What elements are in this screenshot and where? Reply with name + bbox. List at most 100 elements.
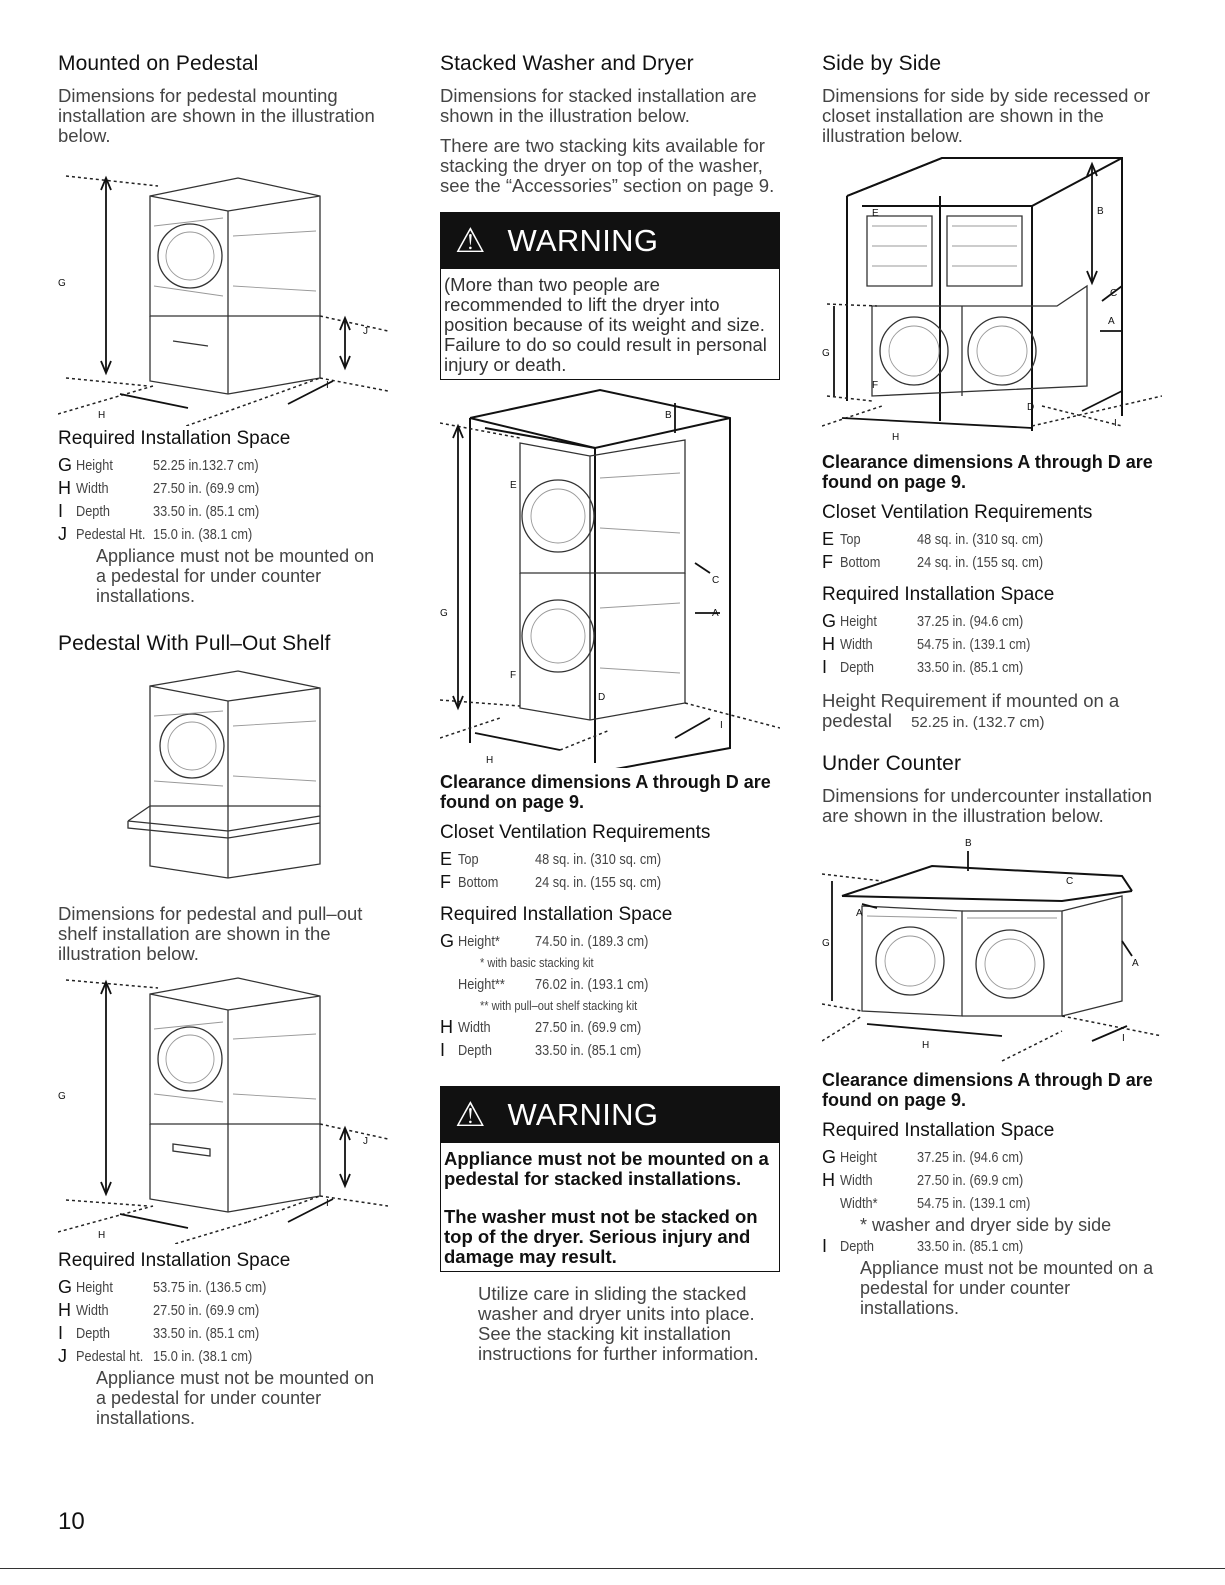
fig-label-a: A (712, 608, 719, 619)
fig-label-c: C (1110, 288, 1117, 299)
clearance-note: Clearance dimensions A through D are fou… (822, 1070, 1153, 1110)
section-title-under-counter: Under Counter (822, 752, 962, 775)
spec-footnote: * with basic stacking kit (480, 955, 594, 970)
warning-triangle-icon: ⚠ (455, 222, 486, 260)
fig-label-c: C (712, 575, 719, 586)
fig-label-i: I (720, 720, 723, 731)
fig-label-e: E (510, 480, 517, 491)
figure-pedestal: G J H I (58, 175, 388, 426)
fig-label-f: F (872, 380, 878, 391)
fig-label-h: H (98, 1230, 105, 1241)
required-space-title: Required Installation Space (58, 428, 291, 449)
warning-header: ⚠ WARNING (441, 213, 779, 269)
column-middle: Stacked Washer and Dryer Dimensions for … (440, 52, 780, 1374)
fig-label-e: E (872, 208, 879, 219)
fig-label-a: A (856, 908, 863, 919)
warning-header: ⚠ WARNING (441, 1087, 779, 1143)
warning-text: (More than two people are recommended to… (444, 274, 767, 375)
fig-label-h: H (98, 410, 105, 421)
column-left: Mounted on Pedestal Dimensions for pedes… (58, 52, 388, 1428)
fig-label-h: H (892, 432, 899, 443)
section-body: There are two stacking kits available fo… (440, 135, 775, 196)
mount-note: Appliance must not be mounted on a pedes… (860, 1258, 1154, 1318)
required-space-title: Required Installation Space (822, 584, 1055, 605)
page-number: 10 (58, 1508, 85, 1535)
figure-pedestal-shelf: G J H I (58, 977, 388, 1244)
required-space-title: Required Installation Space (58, 1250, 291, 1271)
fig-label-j: J (363, 326, 368, 337)
section-body: Dimensions for side by side recessed or … (822, 85, 1151, 146)
section-title-mounted-on-pedestal: Mounted on Pedestal (58, 52, 259, 75)
pedestal-height-requirement: Height Requirement if mounted on a pedes… (822, 690, 1120, 732)
section-title-pullout-shelf: Pedestal With Pull–Out Shelf (58, 632, 331, 655)
column-right: Side by Side Dimensions for side by side… (822, 52, 1162, 1318)
section-body: Dimensions for pedestal mounting install… (58, 85, 375, 146)
fig-label-a: A (1108, 316, 1115, 327)
figure-under-counter: B C A A G H I (822, 838, 1162, 1062)
warning-box-stacking: ⚠ WARNING Appliance must not be mounted … (440, 1086, 780, 1272)
spec-footnote: * washer and dryer side by side (860, 1215, 1112, 1235)
fig-label-d: D (1027, 402, 1034, 413)
page-bottom-rule (0, 1568, 1225, 1569)
fig-label-h: H (922, 1040, 929, 1051)
fig-label-i: I (326, 380, 329, 391)
section-body: Dimensions for pedestal and pull–out she… (58, 903, 363, 964)
warning-triangle-icon: ⚠ (455, 1096, 486, 1134)
fig-label-b: B (665, 410, 672, 421)
warning-text: Appliance must not be mounted on a pedes… (444, 1148, 769, 1189)
fig-label-d: D (598, 692, 605, 703)
figure-stacked: E F B C A D G H I (440, 388, 780, 768)
figure-side-by-side: E F B C A D G H I (822, 157, 1162, 443)
warning-text: The washer must not be stacked on top of… (444, 1206, 758, 1267)
closet-vent-title: Closet Ventilation Requirements (822, 502, 1093, 523)
warning-title: WARNING (507, 1097, 659, 1132)
fig-label-g: G (58, 1091, 66, 1102)
fig-label-g: G (440, 608, 448, 619)
fig-label-h: H (486, 755, 493, 766)
figure-pullout-shelf (127, 670, 321, 879)
mount-note: Appliance must not be mounted on a pedes… (96, 1368, 375, 1428)
section-title-stacked: Stacked Washer and Dryer (440, 52, 694, 75)
warning-box-lift: ⚠ WARNING (More than two people are reco… (440, 212, 780, 380)
clearance-note: Clearance dimensions A through D are fou… (822, 452, 1153, 492)
fig-label-a: A (1132, 958, 1139, 969)
closet-vent-title: Closet Ventilation Requirements (440, 822, 711, 843)
spec-footnote: ** with pull–out shelf stacking kit (480, 998, 638, 1013)
stacking-instructions: Utilize care in sliding the stacked wash… (478, 1283, 759, 1364)
fig-label-g: G (822, 348, 830, 359)
section-body: Dimensions for undercounter installation… (822, 785, 1153, 826)
fig-label-f: F (510, 670, 516, 681)
fig-label-g: G (822, 938, 830, 949)
mount-note: Appliance must not be mounted on a pedes… (96, 546, 375, 606)
fig-label-b: B (965, 838, 972, 849)
spec-row: Height**76.02 in. (193.1 cm) (458, 976, 649, 993)
required-space-title: Required Installation Space (440, 904, 673, 925)
fig-label-i: I (1114, 418, 1117, 429)
fig-label-c: C (1066, 876, 1073, 887)
spec-row: Width*54.75 in. (139.1 cm) (840, 1195, 1031, 1212)
clearance-note: Clearance dimensions A through D are fou… (440, 772, 771, 812)
